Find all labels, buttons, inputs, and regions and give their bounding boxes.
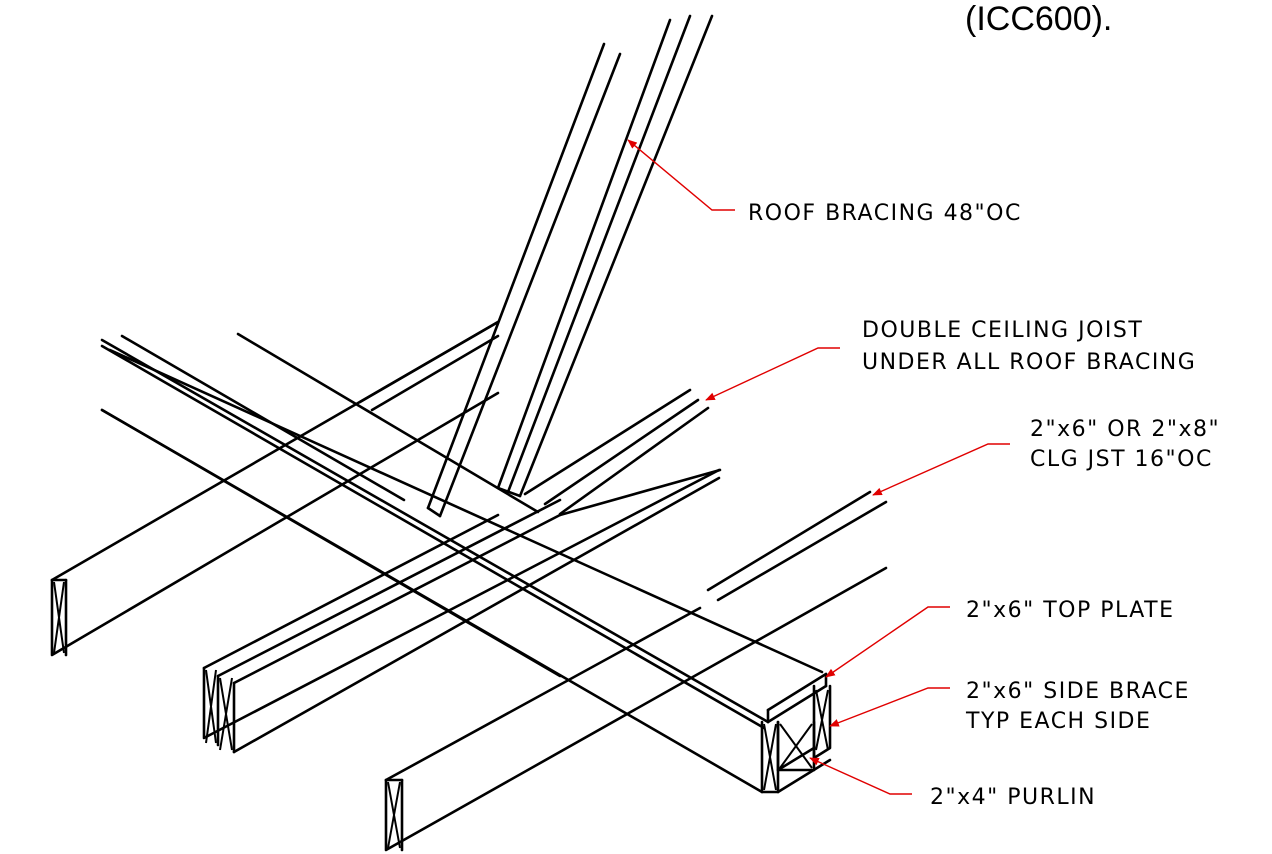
- label-ceiling-joist-line-2: CLG JST 16"OC: [1030, 447, 1213, 472]
- ceiling-joist-left: [50, 320, 500, 657]
- ceiling-joist-background-lines: [100, 320, 722, 678]
- label-top-plate: 2"x6" TOP PLATE: [966, 598, 1174, 623]
- label-ceiling-joist-line-1: 2"x6" OR 2"x8": [1030, 417, 1220, 442]
- ceiling-joist-double: [202, 388, 721, 754]
- leader-lines: [627, 139, 1010, 795]
- label-side-brace-line-1: 2"x6" SIDE BRACE: [966, 679, 1190, 704]
- label-roof-bracing: ROOF BRACING 48"OC: [748, 201, 1022, 226]
- header-fragment: (ICC600).: [965, 0, 1112, 38]
- purlin-assembly: [100, 338, 832, 794]
- label-double-joist-line-1: DOUBLE CEILING JOIST: [862, 318, 1143, 343]
- ceiling-joist-front: [384, 490, 888, 852]
- roof-bracing: [426, 14, 714, 518]
- label-side-brace-line-2: TYP EACH SIDE: [965, 709, 1151, 734]
- label-double-joist-line-2: UNDER ALL ROOF BRACING: [862, 350, 1196, 375]
- label-purlin: 2"x4" PURLIN: [930, 785, 1096, 810]
